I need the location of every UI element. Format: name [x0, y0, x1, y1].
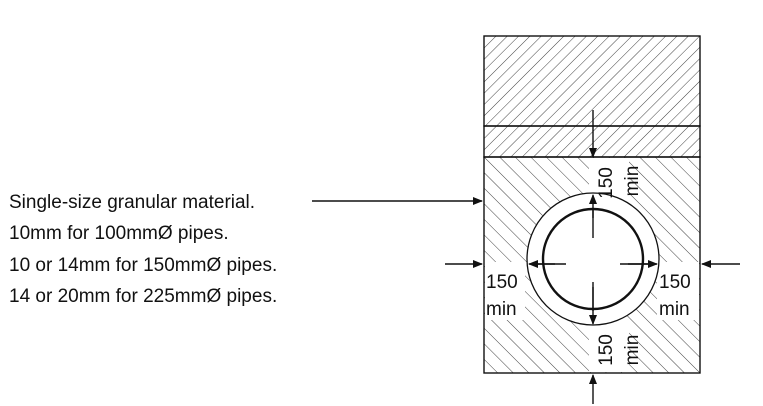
bottom-dim-unit: min — [622, 335, 643, 366]
left-dim-unit: min — [486, 299, 517, 320]
left-dim-value: 150 — [486, 272, 518, 293]
right-dim-value: 150 — [659, 272, 691, 293]
note-line-225mm: 14 or 20mm for 225mmØ pipes. — [9, 286, 278, 307]
bottom-dim-value: 150 — [596, 334, 617, 366]
note-line-150mm: 10 or 14mm for 150mmØ pipes. — [9, 255, 278, 276]
upper-fill-layer — [483, 125, 701, 158]
top-dim-value: 150 — [596, 167, 617, 199]
note-line-100mm: 10mm for 100mmØ pipes. — [9, 223, 229, 244]
top-dim-unit: min — [622, 166, 643, 197]
right-dim-unit: min — [659, 299, 690, 320]
backfill-layer — [483, 35, 701, 127]
note-line-material: Single-size granular material. — [9, 192, 256, 213]
